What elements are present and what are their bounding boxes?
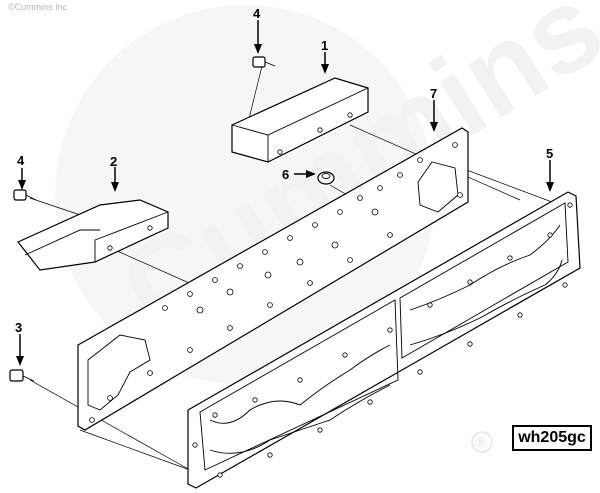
- callout-4-left: 4: [17, 153, 25, 168]
- callout-1: 1: [321, 38, 328, 53]
- part-1-bracket: [231, 77, 369, 163]
- callout-5: 5: [546, 146, 553, 161]
- callout-4-top: 4: [253, 6, 261, 21]
- fastener-plug-part-6: [317, 171, 335, 185]
- callout-3: 3: [15, 320, 22, 335]
- callout-7: 7: [430, 86, 437, 101]
- part-2-bracket: [17, 199, 169, 271]
- registered-mark: ®: [476, 435, 486, 450]
- reference-code-box: wh205gc: [512, 425, 592, 451]
- fastener-screw-part-4-top: [252, 56, 276, 68]
- callout-6: 6: [282, 167, 289, 182]
- part-7-cover-plate: [77, 127, 469, 431]
- callout-arrows: [16, 20, 554, 366]
- copyright-notice: ©Cummins Inc: [8, 2, 68, 12]
- fastener-screw-part-3: [9, 369, 35, 382]
- callout-2: 2: [110, 154, 117, 169]
- part-5-gasket: [187, 191, 581, 489]
- fastener-screw-part-4-left: [13, 189, 37, 201]
